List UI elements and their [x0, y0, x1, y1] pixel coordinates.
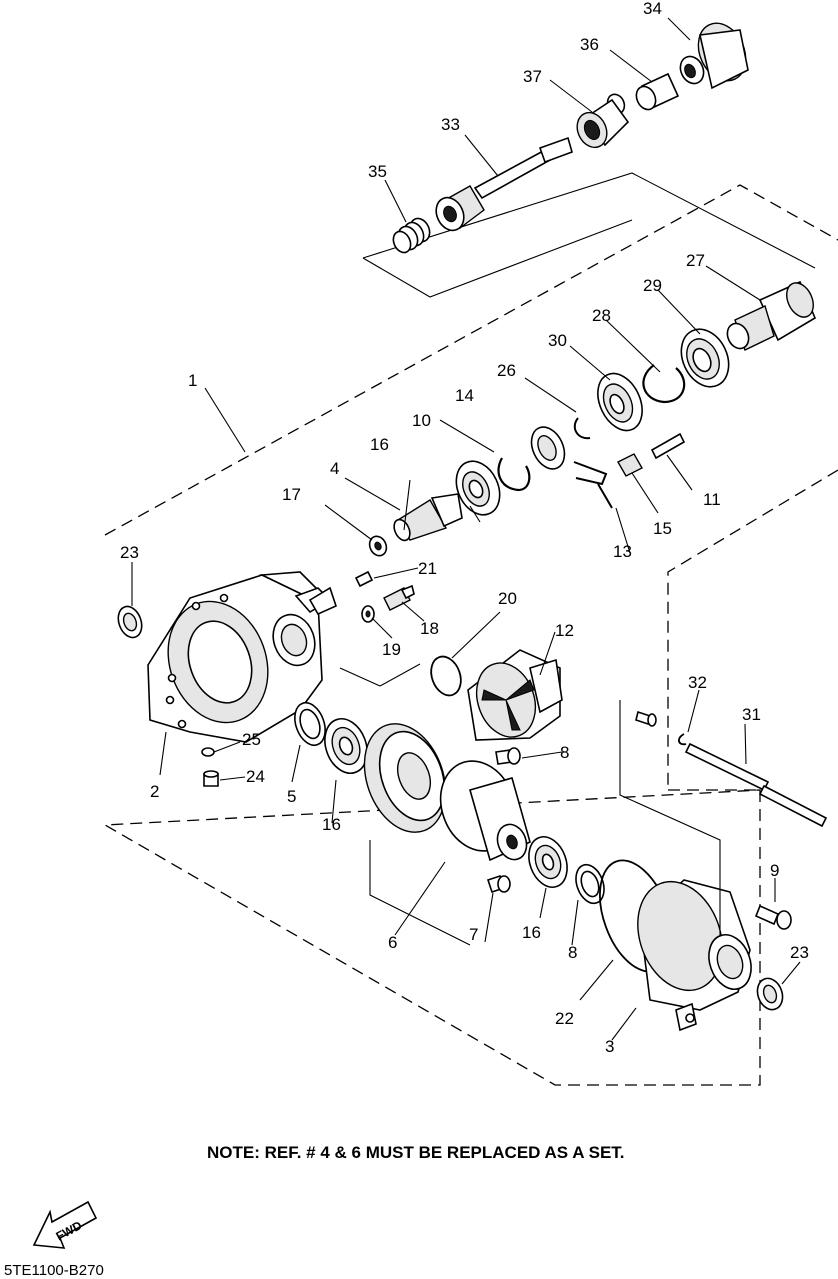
callout-15: 15 [653, 519, 672, 538]
rubber-boot [576, 98, 630, 149]
callout-22: 22 [555, 1009, 574, 1028]
forward-direction-arrow: FWD [32, 1200, 98, 1249]
circlip-28 [642, 364, 686, 404]
callout-23-right: 23 [790, 943, 809, 962]
switch-18 [383, 584, 415, 611]
spring [392, 217, 431, 254]
callout-17: 17 [282, 485, 301, 504]
callout-8-upper: 8 [560, 743, 569, 762]
bolt-8-upper [495, 747, 521, 765]
gear-case-housing [147, 571, 337, 743]
pin-11 [650, 432, 686, 460]
differential-hub [439, 760, 531, 862]
collar-17 [368, 535, 388, 557]
callout-32: 32 [688, 673, 707, 692]
callout-26: 26 [497, 361, 516, 380]
pinion-gear [393, 493, 463, 542]
callout-13: 13 [613, 542, 632, 561]
diagram-code: 5TE1100-B270 [4, 1262, 104, 1279]
coupling-gear [726, 280, 817, 351]
bearing-16-right [528, 836, 568, 888]
callout-33: 33 [441, 115, 460, 134]
callout-21: 21 [418, 559, 437, 578]
callout-25: 25 [242, 730, 261, 749]
callout-31: 31 [742, 705, 761, 724]
gear-cover-12 [467, 649, 563, 741]
washer-19 [361, 605, 375, 623]
callout-18: 18 [420, 619, 439, 638]
callout-12: 12 [555, 621, 574, 640]
drive-shaft [435, 136, 573, 232]
circlip-10 [497, 457, 531, 492]
shift-rod-31 [684, 742, 828, 828]
oil-seal-23-left [117, 605, 143, 639]
plug-21 [354, 570, 374, 588]
bolt-32 [635, 710, 657, 727]
callout-2: 2 [150, 782, 159, 801]
needle-bearing-14 [530, 426, 566, 470]
callout-19: 19 [382, 640, 401, 659]
callout-4: 4 [330, 459, 339, 478]
callout-8-lower: 8 [568, 943, 577, 962]
shim-5-inner [299, 708, 321, 740]
callout-11: 11 [703, 490, 721, 509]
callout-1: 1 [188, 371, 197, 390]
leader-lines [131, 17, 801, 1041]
callout-35: 35 [368, 162, 387, 181]
callout-7: 7 [469, 925, 478, 944]
callout-14: 14 [455, 386, 474, 405]
shift-fork-13 [573, 461, 613, 509]
bearing-30 [597, 372, 643, 432]
replacement-note: NOTE: REF. # 4 & 6 MUST BE REPLACED AS A… [207, 1143, 625, 1162]
bolt-9 [754, 904, 792, 930]
callout-37: 37 [523, 67, 542, 86]
bearing-16-left [324, 718, 368, 774]
boot-collar [606, 72, 680, 115]
callout-23-left: 23 [120, 543, 139, 562]
universal-joint-yoke [679, 22, 749, 90]
callout-27: 27 [686, 251, 705, 270]
callout-3: 3 [605, 1037, 614, 1056]
shim-8-inner [580, 870, 600, 898]
o-ring-20 [430, 655, 462, 697]
washer-25 [201, 747, 215, 757]
shift-block-15 [617, 453, 643, 477]
callout-6: 6 [388, 933, 397, 952]
gear-case-cover [637, 879, 752, 1032]
bolt-7 [486, 874, 511, 894]
callout-20: 20 [498, 589, 517, 608]
callout-28: 28 [592, 306, 611, 325]
callout-16-left: 16 [322, 815, 341, 834]
callout-16-right: 16 [522, 923, 541, 942]
driveshaft-group-outline [362, 172, 816, 298]
circlip-26 [573, 417, 591, 440]
drain-plug-24 [203, 770, 219, 787]
callout-16-top: 16 [370, 435, 389, 454]
ring-gear [363, 723, 447, 833]
bearing-29 [680, 328, 730, 388]
callout-29: 29 [643, 276, 662, 295]
callout-34: 34 [643, 0, 662, 18]
bearing-16-top [455, 460, 501, 516]
oil-seal-23-right [756, 977, 784, 1011]
callout-36: 36 [580, 35, 599, 54]
callout-9: 9 [770, 861, 779, 880]
callout-10: 10 [412, 411, 431, 430]
callout-24: 24 [246, 767, 265, 786]
callout-30: 30 [548, 331, 567, 350]
clip-32 [678, 733, 687, 746]
callout-5: 5 [287, 787, 296, 806]
